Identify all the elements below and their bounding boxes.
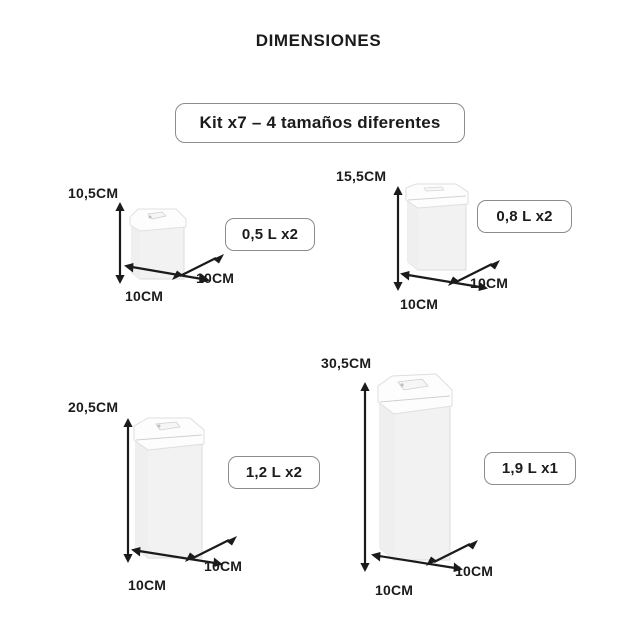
depth-label-1-2l: 10CM	[204, 558, 243, 574]
width-label-1-9l: 10CM	[375, 582, 414, 598]
container-illustration-1-9l	[377, 373, 453, 561]
lid-latch-icon-0-8l	[423, 186, 445, 192]
container-lid-1-2l	[133, 417, 205, 451]
lid-latch-icon-1-2l	[155, 421, 181, 431]
height-label-1-9l: 30,5CM	[321, 355, 372, 371]
height-label-0-5l: 10,5CM	[68, 185, 119, 201]
container-lid-0-8l	[405, 183, 469, 209]
height-arrow-1-9l	[360, 382, 370, 572]
width-arrow-1-9l	[371, 552, 463, 572]
width-label-0-8l: 10CM	[400, 296, 439, 312]
width-arrow-0-8l	[400, 271, 488, 291]
volume-badge-1-9l: 1,9 L x1	[484, 452, 576, 485]
container-lid-0-5l	[129, 208, 187, 232]
depth-arrow-1-2l	[185, 536, 237, 562]
container-lid-1-9l	[377, 373, 453, 415]
container-illustration-0-5l	[129, 208, 187, 280]
volume-badge-0-8l: 0,8 L x2	[477, 200, 572, 233]
height-arrow-1-2l	[123, 418, 133, 563]
container-illustration-0-8l	[405, 183, 469, 271]
width-label-1-2l: 10CM	[128, 577, 167, 593]
volume-badge-1-2l: 1,2 L x2	[228, 456, 320, 489]
page-title: DIMENSIONES	[255, 31, 382, 50]
depth-arrow-0-8l	[448, 260, 500, 286]
height-arrow-0-5l	[115, 202, 125, 284]
width-arrow-1-2l	[131, 547, 223, 567]
depth-arrow-1-9l	[426, 540, 478, 566]
width-arrow-0-5l	[124, 263, 210, 283]
height-label-0-8l: 15,5CM	[336, 168, 387, 184]
height-arrow-0-8l	[393, 186, 403, 291]
kit-summary-pill: Kit x7 – 4 tamaños diferentes	[175, 103, 465, 143]
depth-label-1-9l: 10CM	[455, 563, 494, 579]
depth-label-0-5l: 10CM	[196, 270, 235, 286]
height-label-1-2l: 20,5CM	[68, 399, 119, 415]
depth-label-0-8l: 10CM	[470, 275, 509, 291]
volume-badge-0-5l: 0,5 L x2	[225, 218, 315, 251]
container-illustration-1-2l	[133, 417, 205, 559]
width-label-0-5l: 10CM	[125, 288, 164, 304]
lid-latch-icon-1-9l	[397, 378, 429, 391]
depth-arrow-0-5l	[172, 254, 224, 280]
